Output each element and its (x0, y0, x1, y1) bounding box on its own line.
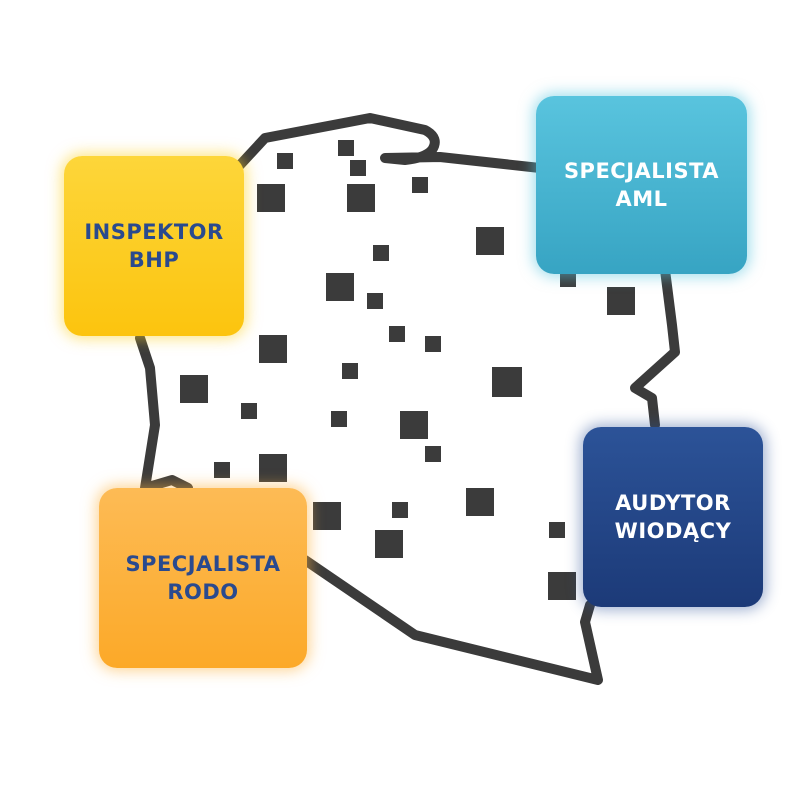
marker (389, 326, 405, 342)
marker (466, 488, 494, 516)
marker (392, 502, 408, 518)
marker (338, 140, 354, 156)
marker (277, 153, 293, 169)
audytor-wiodacy-label: AUDYTOR WIODĄCY (614, 491, 732, 543)
marker (476, 227, 504, 255)
marker (375, 530, 403, 558)
marker (214, 462, 230, 478)
marker (259, 454, 287, 482)
marker-group (180, 140, 635, 600)
country-outline (135, 113, 680, 685)
marker (326, 273, 354, 301)
marker (548, 572, 576, 600)
marker (373, 245, 389, 261)
specjalista-rodo-card[interactable]: SPECJALISTA RODO (99, 488, 307, 668)
marker (342, 363, 358, 379)
marker (347, 184, 375, 212)
marker (180, 375, 208, 403)
marker (549, 522, 565, 538)
marker (560, 273, 576, 287)
marker (241, 403, 257, 419)
marker (367, 293, 383, 309)
marker (313, 502, 341, 530)
marker (257, 184, 285, 212)
marker (607, 287, 635, 315)
marker (425, 446, 441, 462)
marker (412, 177, 428, 193)
inspektor-bhp-card[interactable]: INSPEKTOR BHP (64, 156, 244, 336)
marker (492, 367, 522, 397)
marker (400, 411, 428, 439)
specjalista-aml-label: SPECJALISTA AML (563, 159, 720, 211)
marker (425, 336, 441, 352)
specjalista-aml-card[interactable]: SPECJALISTA AML (536, 96, 747, 274)
marker (331, 411, 347, 427)
marker (259, 335, 287, 363)
inspektor-bhp-label: INSPEKTOR BHP (84, 220, 224, 272)
specjalista-rodo-label: SPECJALISTA RODO (125, 552, 281, 604)
audytor-wiodacy-card[interactable]: AUDYTOR WIODĄCY (583, 427, 763, 607)
marker (350, 160, 366, 176)
